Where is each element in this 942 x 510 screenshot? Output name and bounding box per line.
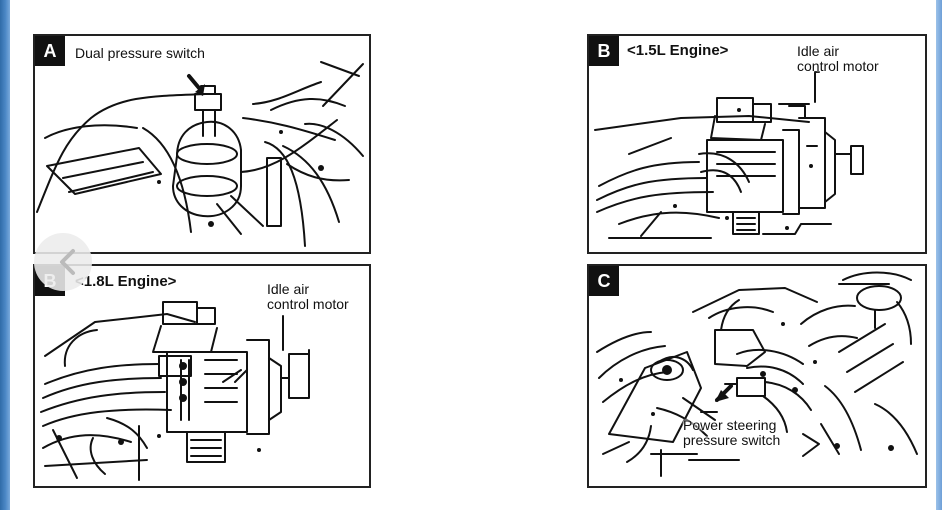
idle-air-control-motor-label-1-8l: Idle air control motor — [267, 281, 349, 312]
illustration-panel-b-1-5l: B <1.5L Engine> Idle air control motor — [587, 34, 927, 254]
engine-1-5l-diagram — [594, 71, 864, 239]
power-steering-diagram — [596, 271, 918, 477]
back-arrow-icon — [60, 249, 75, 275]
power-steering-pressure-switch-label: Power steering pressure switch — [683, 417, 781, 448]
panel-badge-b-1-5l: B — [589, 36, 619, 66]
illustration-panel-c: C Power steering pressure switch — [587, 264, 927, 488]
idle-air-control-motor-label-1-5l: Idle air control motor — [797, 43, 879, 74]
dual-pressure-switch-diagram — [36, 61, 364, 247]
panel-badge-a: A — [35, 36, 65, 66]
illustration-panel-a: A Dual pressure switch — [33, 34, 371, 254]
left-window-rail — [0, 0, 10, 510]
back-navigation-button[interactable] — [34, 233, 92, 291]
dual-pressure-switch-label: Dual pressure switch — [75, 45, 205, 61]
illustration-panel-b-1-8l: B <1.8L Engine> Idle air control motor — [33, 264, 371, 488]
engine-1-8l-diagram — [40, 301, 310, 481]
engine-1-5l-label: <1.5L Engine> — [627, 42, 729, 59]
panel-badge-c: C — [589, 266, 619, 296]
right-window-rail — [936, 0, 942, 510]
